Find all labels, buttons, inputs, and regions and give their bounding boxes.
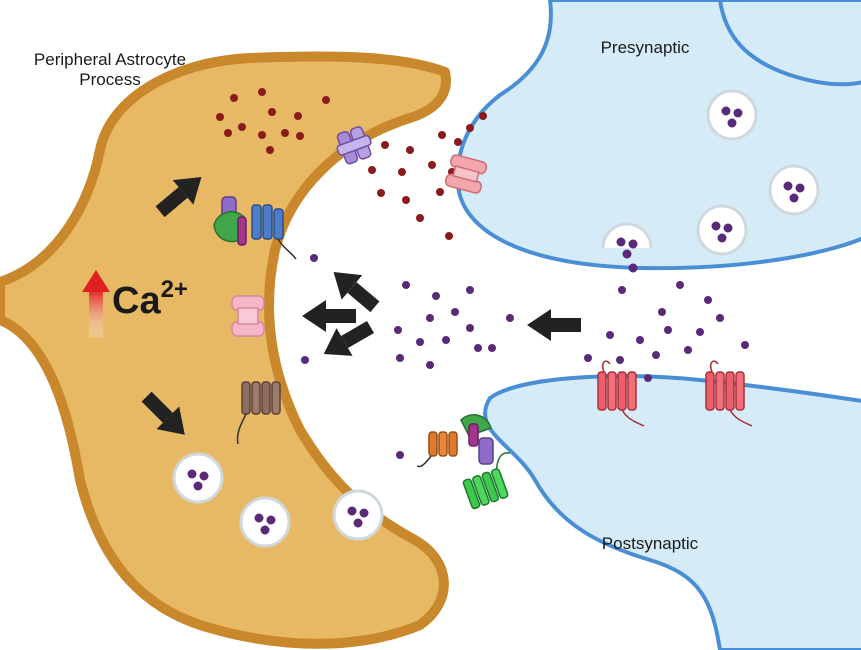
purple-transporter bbox=[336, 126, 372, 165]
glutamate-dots bbox=[301, 254, 749, 459]
astrocyte-vesicle bbox=[172, 452, 224, 504]
other-transmitter-dots bbox=[216, 88, 487, 240]
astrocyte-label-line2: Process bbox=[79, 70, 141, 90]
postsynaptic-terminal bbox=[483, 374, 861, 650]
arrow-uptake-upper bbox=[333, 272, 380, 313]
presynaptic-vesicle bbox=[706, 89, 758, 141]
calcium-increase-arrow bbox=[82, 270, 110, 338]
green-receptor bbox=[462, 452, 511, 510]
arrow-uptake-middle bbox=[302, 300, 356, 332]
astrocyte-process bbox=[0, 51, 451, 649]
presynaptic-vesicle bbox=[768, 164, 820, 216]
astrocyte-label-line1: Peripheral Astrocyte bbox=[33, 50, 187, 69]
presynaptic-outline bbox=[718, 0, 861, 87]
postsynaptic-red-receptor bbox=[597, 360, 645, 427]
astrocyte-vesicle bbox=[239, 496, 291, 548]
calcium-symbol: Ca bbox=[112, 280, 161, 322]
arrow-diffusion-left bbox=[527, 309, 581, 341]
arrow-down-right bbox=[141, 391, 185, 435]
fusing-vesicle bbox=[601, 222, 653, 273]
presynaptic-vesicle bbox=[696, 204, 748, 256]
calcium-charge: 2+ bbox=[160, 276, 188, 303]
presynaptic-pink-transporter bbox=[444, 154, 488, 194]
postsynaptic-red-receptor bbox=[705, 360, 753, 427]
presynaptic-label: Presynaptic bbox=[600, 38, 690, 57]
astrocyte-label: Peripheral Astrocyte Process bbox=[0, 50, 220, 91]
astrocyte-pink-channel bbox=[231, 295, 265, 337]
presynaptic-terminal bbox=[455, 0, 861, 271]
postsynaptic-label: Postsynaptic bbox=[601, 534, 699, 553]
postsynaptic-transporter-complex bbox=[416, 414, 494, 468]
glutamate-transporter-complex bbox=[213, 196, 297, 260]
arrow-up-right bbox=[155, 177, 202, 218]
brown-receptor bbox=[236, 381, 281, 445]
calcium-label: Ca2+ bbox=[112, 276, 188, 323]
arrow-uptake-lower bbox=[323, 320, 375, 356]
astrocyte-vesicle bbox=[332, 489, 384, 541]
